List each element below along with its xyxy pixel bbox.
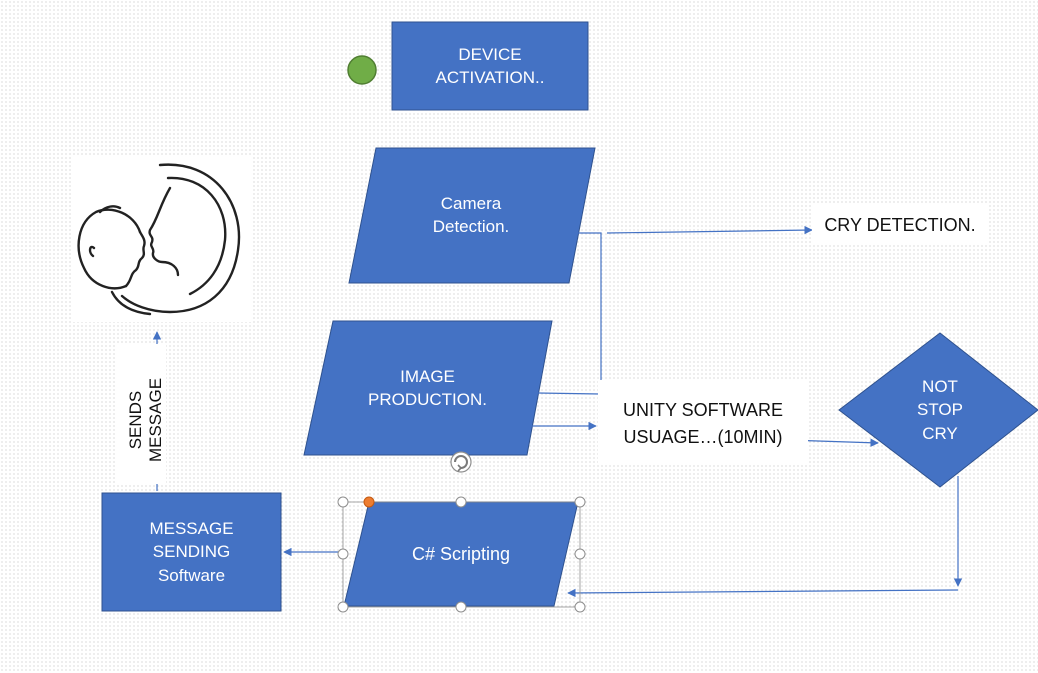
sends-message-bg bbox=[116, 344, 166, 484]
connector-camera-branch bbox=[569, 232, 602, 380]
selection-handle-w[interactable] bbox=[337, 548, 349, 560]
image-production-label: IMAGE PRODUCTION. bbox=[368, 366, 487, 409]
unity-software-bg bbox=[598, 381, 808, 465]
not-stop-cry-shape[interactable] bbox=[838, 332, 1038, 488]
selection-handle-n[interactable] bbox=[455, 496, 467, 508]
camera-detection-shape[interactable] bbox=[348, 147, 596, 284]
image-production-shape[interactable] bbox=[303, 320, 553, 456]
selection-handle-e[interactable] bbox=[574, 548, 586, 560]
selection-handle-se[interactable] bbox=[574, 601, 586, 613]
illustration-panel bbox=[71, 156, 251, 322]
not-stop-cry-label: NOT STOP CRY bbox=[917, 376, 963, 443]
mother-and-baby-icon bbox=[77, 163, 241, 316]
selection-handle-nw[interactable] bbox=[337, 496, 349, 508]
adjust-handle[interactable] bbox=[363, 496, 375, 508]
csharp-scripting-label[interactable]: C# Scripting bbox=[411, 543, 511, 564]
camera-detection-label: Camera Detection. bbox=[432, 193, 510, 236]
selection-handle-s[interactable] bbox=[455, 601, 467, 613]
message-sending-shape[interactable] bbox=[101, 492, 282, 612]
device-activation-shape[interactable] bbox=[391, 21, 589, 111]
selection-handle-ne[interactable] bbox=[574, 496, 586, 508]
cry-detection-bg bbox=[812, 205, 988, 245]
device-activation-label: DEVICE ACTIVATION.. bbox=[435, 44, 545, 87]
unity-software-label: UNITY SOFTWARE USUAGE…(10MIN) bbox=[622, 400, 783, 447]
rotate-handle-icon[interactable] bbox=[450, 451, 472, 473]
start-indicator-icon bbox=[347, 55, 377, 85]
cry-detection-label: CRY DETECTION. bbox=[824, 214, 976, 235]
message-sending-label: MESSAGE SENDING Software bbox=[149, 518, 234, 585]
connector-decision-to-script bbox=[567, 588, 959, 598]
connector-camera-to-cry bbox=[606, 225, 813, 235]
sends-message-label: SENDS MESSAGE bbox=[126, 377, 165, 463]
selection-handle-sw[interactable] bbox=[337, 601, 349, 613]
connector-image-to-unity bbox=[537, 392, 601, 395]
